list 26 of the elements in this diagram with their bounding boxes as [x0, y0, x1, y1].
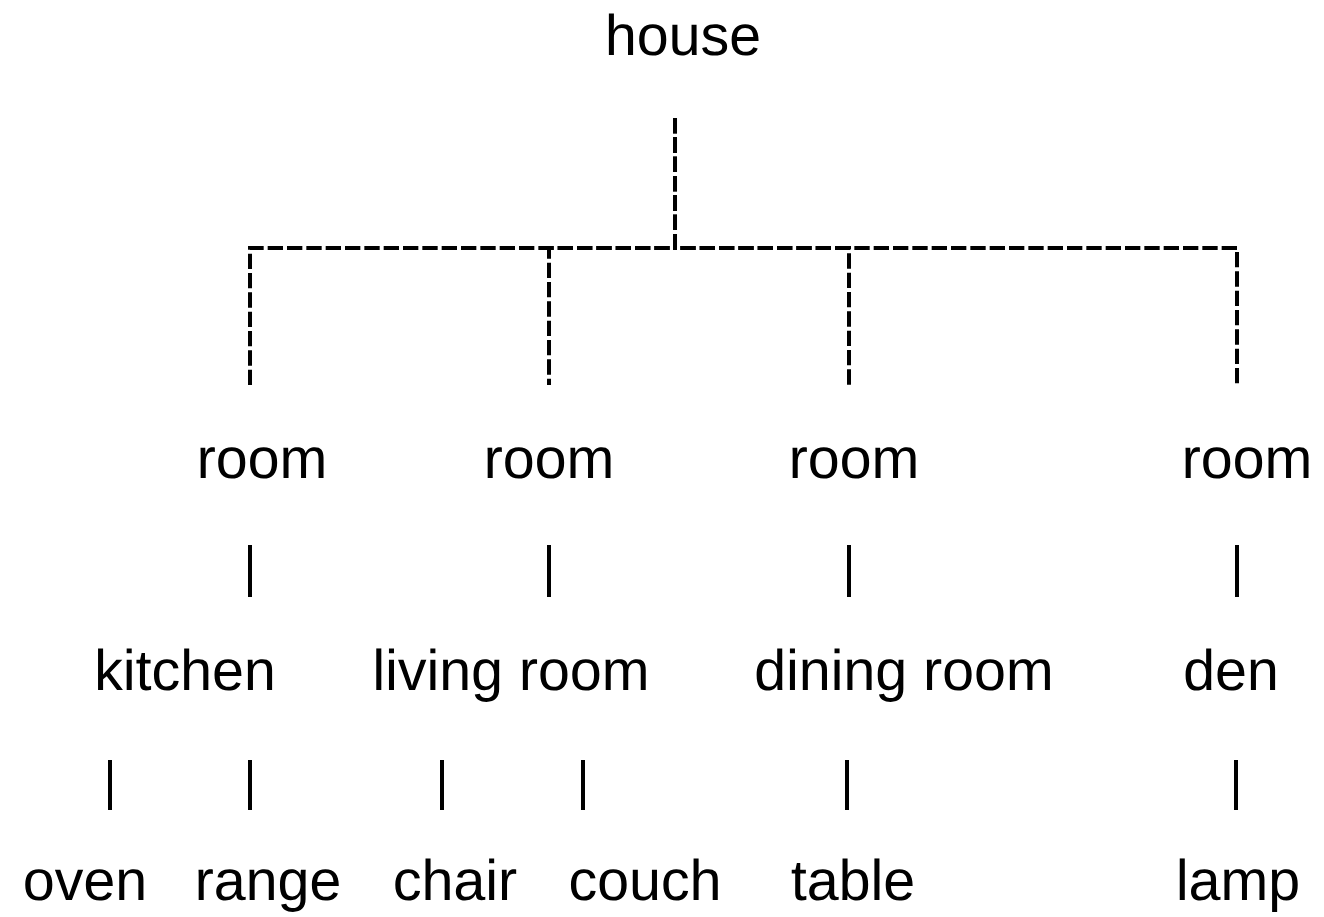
tree-label: room	[200, 447, 324, 479]
tree-label: table	[791, 858, 913, 901]
connector-line	[248, 545, 252, 597]
tree-label: room	[792, 447, 916, 479]
tree-label: oven	[25, 869, 144, 901]
connector-line	[108, 760, 112, 810]
tree-label: couch	[570, 858, 718, 901]
connector-line	[547, 545, 551, 597]
connector-line	[581, 760, 585, 810]
tree-label: room	[1185, 447, 1309, 479]
connector-line	[847, 545, 851, 597]
tree-label: chair	[395, 858, 517, 901]
tree-label: lamp	[1179, 858, 1298, 912]
connector-line	[440, 760, 444, 810]
tree-label: living room	[376, 648, 646, 702]
connector-line	[1235, 545, 1239, 597]
connector-line	[673, 118, 1239, 385]
connector-line	[845, 760, 849, 810]
tree-label: house	[608, 13, 759, 56]
tree-label: den	[1185, 648, 1276, 691]
connector-line	[1234, 760, 1238, 810]
tree-label: dining room	[756, 648, 1050, 702]
tree-label: room	[487, 447, 611, 479]
connector-line	[248, 760, 252, 810]
tree-label: range	[198, 869, 339, 912]
tree-label: kitchen	[98, 648, 273, 691]
